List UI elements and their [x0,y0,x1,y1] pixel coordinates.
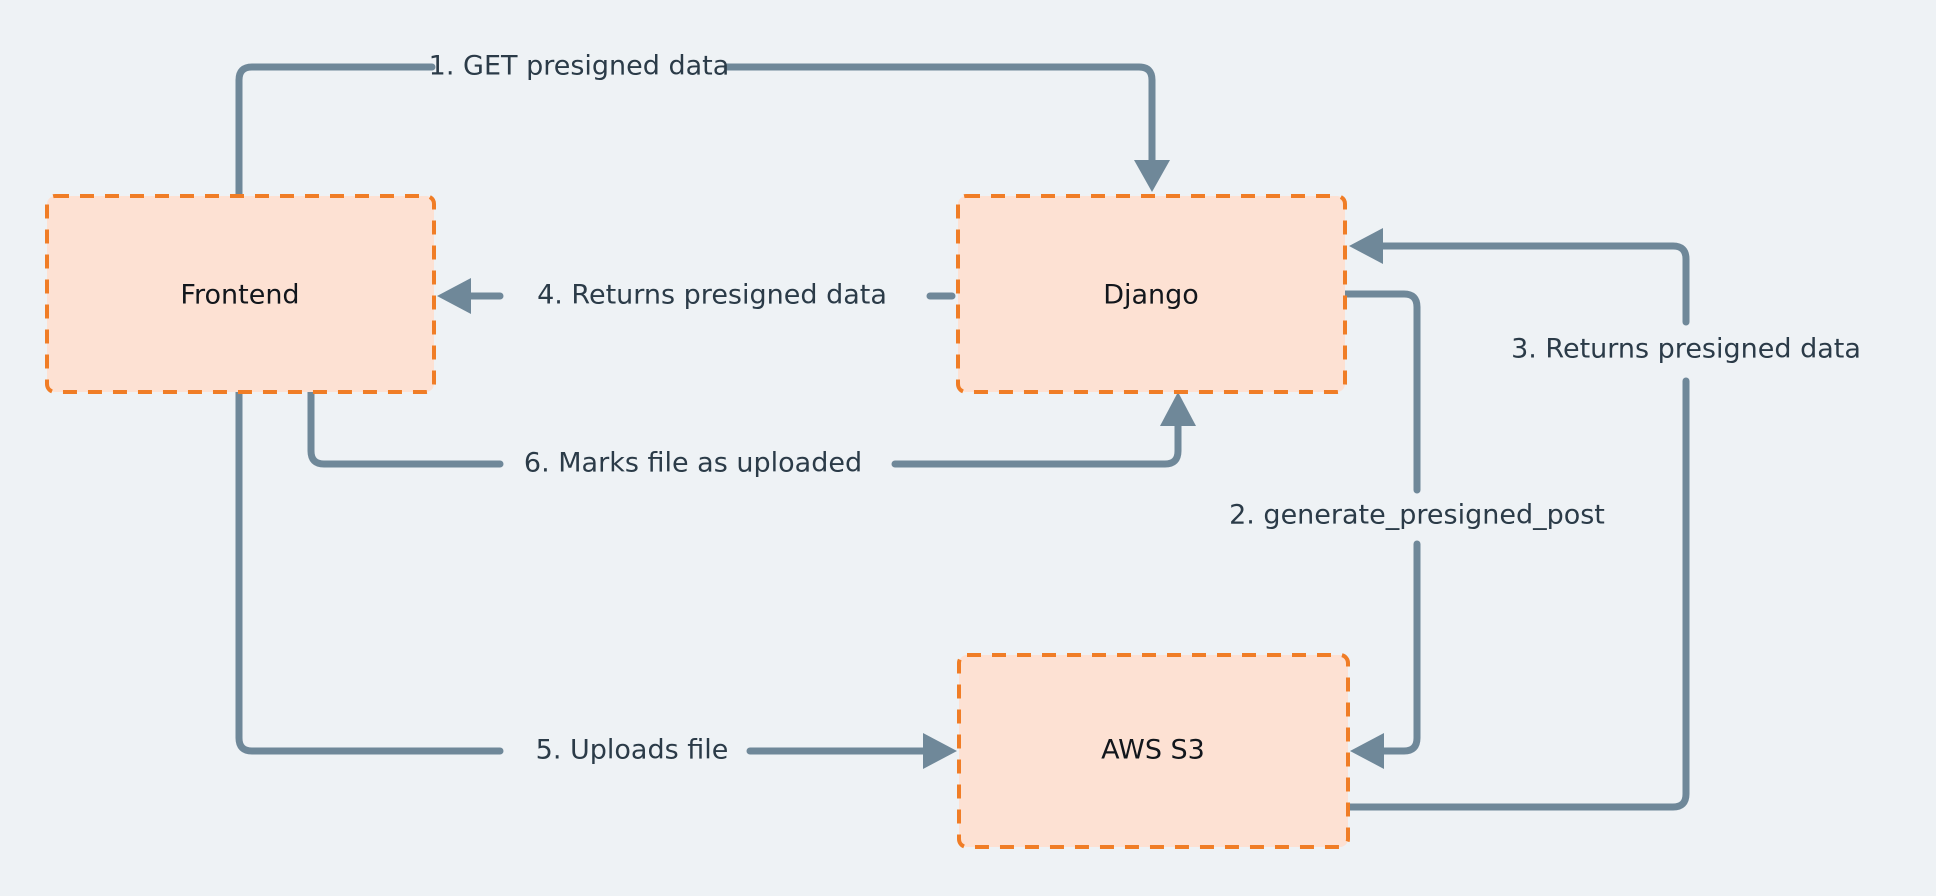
edge-5-label: 5. Uploads file [536,735,729,766]
node-aws-s3[interactable]: AWS S3 [957,653,1350,849]
edge-1-line [235,63,1156,200]
node-frontend[interactable]: Frontend [45,194,436,394]
node-frontend-box[interactable] [45,194,436,394]
node-django-label: Django [1103,280,1199,311]
edge-6-line [307,388,1182,468]
node-django[interactable]: Django [956,194,1347,394]
edge-3-arrowhead [1349,228,1383,264]
node-frontend-label: Frontend [180,280,299,311]
edge-4-arrowhead [437,278,471,314]
edge-2-line [1341,290,1421,755]
edge-4-returns-presigned-data: 4. Returns presigned data [437,278,956,314]
edge-1-get-presigned-data: 1. GET presigned data [235,51,1170,200]
edge-3-line [1344,242,1690,811]
edge-3-returns-presigned-data: 3. Returns presigned data [1344,228,1861,811]
edge-5-uploads-file: 5. Uploads file [235,388,957,769]
edge-1-arrowhead [1134,160,1170,192]
edge-5-arrowhead [923,733,957,769]
node-django-box[interactable] [956,194,1347,394]
edge-2-label: 2. generate_presigned_post [1229,500,1605,531]
edge-1-label: 1. GET presigned data [429,51,730,82]
edge-5-line [235,388,932,755]
edge-3-label: 3. Returns presigned data [1511,334,1861,365]
edge-2-generate-presigned-post: 2. generate_presigned_post [1229,290,1605,769]
node-aws-s3-label: AWS S3 [1101,735,1205,766]
node-aws-s3-box[interactable] [957,653,1350,849]
edge-6-arrowhead [1160,392,1196,426]
edge-4-label: 4. Returns presigned data [537,280,887,311]
edge-6-label: 6. Marks file as uploaded [524,448,862,479]
edge-6-marks-file-as-uploaded: 6. Marks file as uploaded [307,388,1196,479]
edge-2-arrowhead [1350,733,1384,769]
